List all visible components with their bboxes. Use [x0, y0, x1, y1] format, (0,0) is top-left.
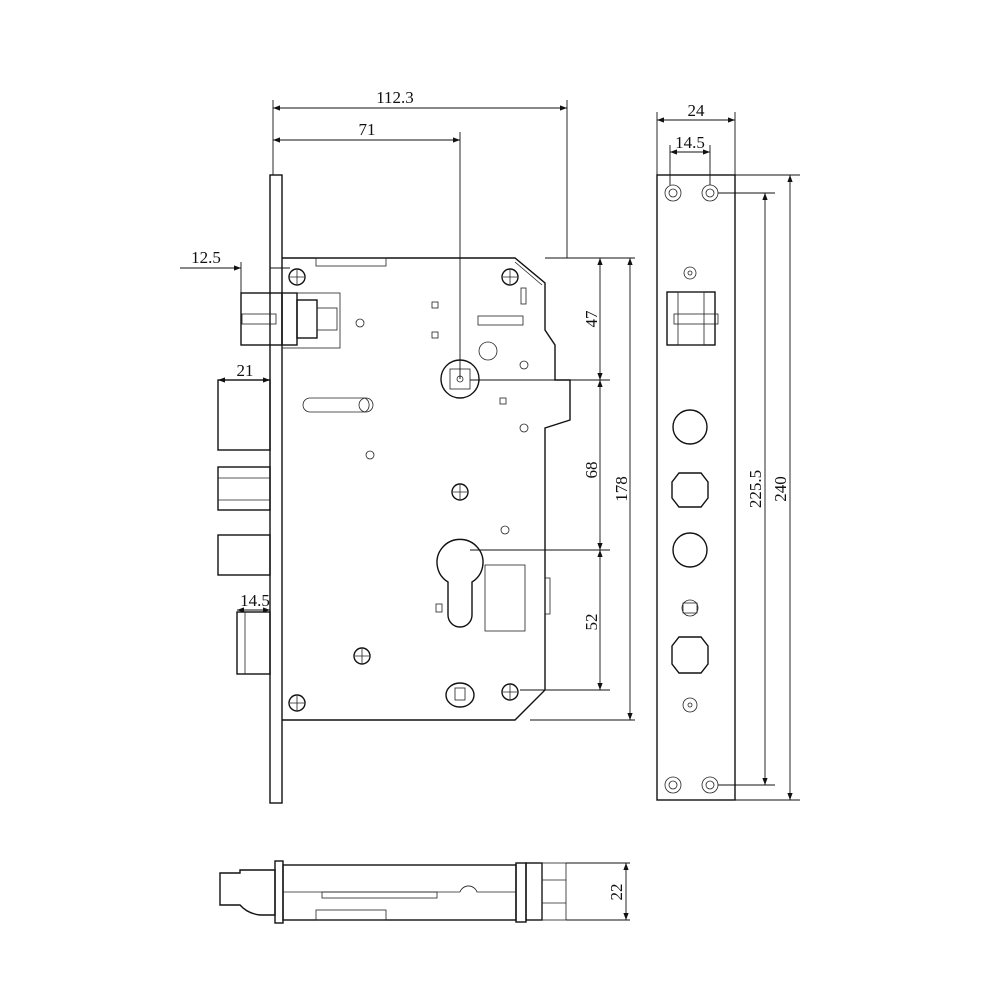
deadbolt	[217, 379, 271, 576]
dim-faceplate-width: 24	[688, 101, 706, 120]
dim-overall-width: 112.3	[376, 88, 414, 107]
latch-bolt	[240, 292, 341, 349]
cylinder-hole	[436, 538, 484, 628]
dim-deadbolt-projection: 21	[237, 361, 254, 380]
dim-spindle-top: 47	[582, 310, 601, 328]
auxiliary-latch	[236, 611, 271, 675]
dim-spindle-cylinder: 68	[582, 462, 601, 479]
dim-body-thickness: 22	[607, 884, 626, 901]
latch-hole	[671, 472, 709, 508]
bottom-latch-hole	[671, 636, 709, 674]
dim-body-height: 178	[612, 476, 631, 502]
dim-aux-latch: 14.5	[240, 591, 270, 610]
front-view	[217, 174, 571, 804]
dim-hole-offset: 14.5	[675, 133, 705, 152]
faceplate-dimensions	[656, 112, 800, 801]
faceplate-latch	[666, 291, 719, 346]
faceplate-view	[656, 174, 736, 801]
dim-cylinder-bottom: 52	[582, 614, 601, 631]
dim-hole-spacing: 225.5	[746, 470, 765, 508]
faceplate-side	[269, 174, 283, 804]
bottom-view	[219, 860, 567, 924]
dim-latch-projection: 12.5	[191, 248, 221, 267]
aux-hole	[672, 532, 708, 568]
front-dimensions	[180, 100, 635, 721]
dim-backset: 71	[359, 120, 376, 139]
deadbolt-hole	[672, 409, 708, 445]
lock-body-outline	[282, 257, 571, 721]
dim-faceplate-length: 240	[771, 476, 790, 502]
screws	[288, 268, 519, 712]
